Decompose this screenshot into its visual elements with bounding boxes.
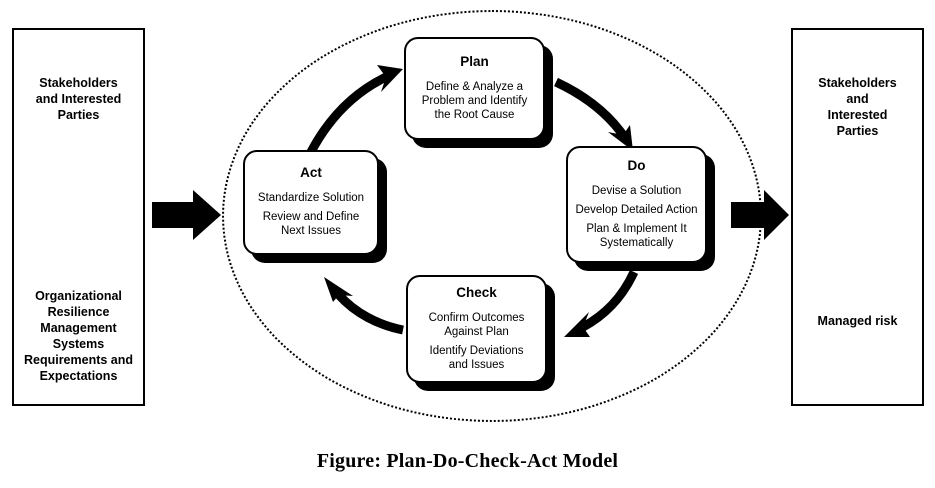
figure-caption: Figure: Plan-Do-Check-Act Model (316, 450, 619, 472)
left-context-bottom-text: Organizational Resilience Management Sys… (23, 289, 134, 383)
left-context-box: Stakeholders and Interested Parties Orga… (12, 28, 145, 406)
stage-line-do-1: Develop Detailed Action (575, 203, 698, 216)
stage-line-act-0: Standardize Solution (257, 192, 365, 204)
right-context-bottom-text: Managed risk (817, 314, 898, 328)
stage-line-act-1: Review and Define Next Issues (262, 211, 360, 237)
right-context-top-text: Stakeholders and Interested Parties (818, 76, 897, 138)
stage-title-do: Do (627, 157, 646, 173)
stage-title-plan: Plan (460, 53, 489, 69)
stage-line-check-1: Identify Deviations and Issues (429, 344, 524, 371)
stage-title-check: Check (456, 284, 497, 300)
stage-title-act: Act (300, 165, 322, 180)
stage-line-plan-0: Define & Analyze a Problem and Identify … (421, 80, 528, 121)
stage-line-do-0: Devise a Solution (591, 184, 682, 197)
left-context-top-text: Stakeholders and Interested Parties (35, 76, 122, 122)
right-context-box: Stakeholders and Interested Parties Mana… (791, 28, 924, 406)
stage-box-plan: Plan Define & Analyze a Problem and Iden… (404, 37, 545, 140)
input-block-arrow (152, 190, 221, 240)
stage-box-do: Do Devise a Solution Develop Detailed Ac… (566, 146, 707, 263)
stage-line-do-2: Plan & Implement It Systematically (586, 222, 687, 249)
stage-line-check-0: Confirm Outcomes Against Plan (428, 311, 525, 338)
stage-box-check: Check Confirm Outcomes Against Plan Iden… (406, 275, 547, 383)
stage-box-act: Act Standardize Solution Review and Defi… (243, 150, 379, 255)
